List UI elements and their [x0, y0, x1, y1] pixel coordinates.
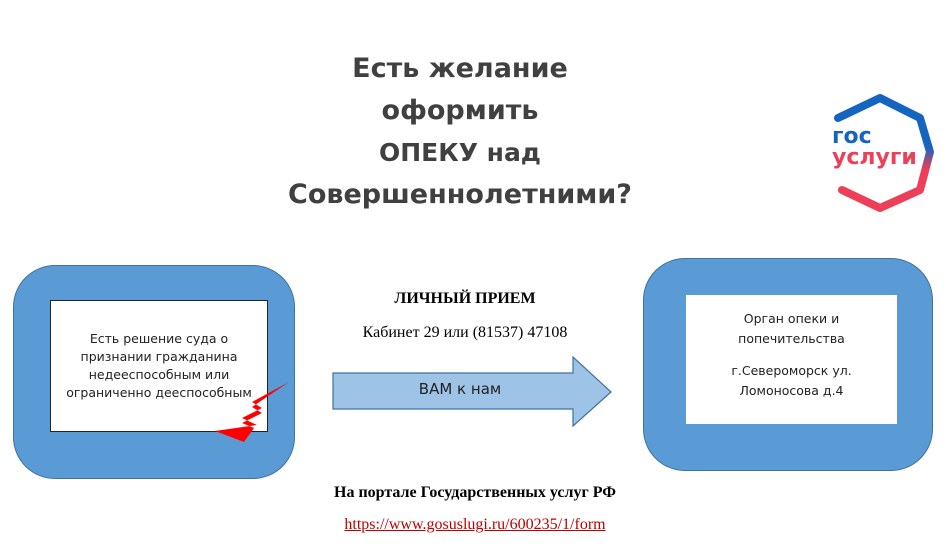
court-decision-text: Есть решение суда о признании гражданина…	[66, 331, 252, 400]
portal-text: На портале Государственных услуг РФ	[334, 484, 616, 501]
title-line: Совершеннолетними?	[288, 179, 632, 210]
authority-address: г.Североморск ул. Ломоносова д.4	[731, 363, 852, 398]
personal-reception-heading: ЛИЧНЫЙ ПРИЕМ	[394, 290, 536, 307]
lightning-bolt-icon	[215, 382, 289, 442]
gosuslugi-logo: гос услуги	[820, 90, 940, 215]
arrow-label: ВАМ к нам	[418, 380, 502, 398]
gosuslugi-link[interactable]: https://www.gosuslugi.ru/600235/1/form	[344, 516, 606, 533]
left-card-content: Есть решение суда о признании гражданина…	[50, 300, 268, 432]
title-line: оформить	[381, 95, 539, 126]
page-title: Есть желание оформить ОПЕКУ над Совершен…	[260, 48, 660, 216]
right-card-content: Орган опеки и попечительства г.Северомор…	[686, 295, 897, 424]
logo-text-uslugi: услуги	[832, 145, 917, 170]
title-line: Есть желание	[352, 53, 568, 84]
title-line: ОПЕКУ над	[379, 138, 541, 167]
arrow-right-icon	[332, 356, 612, 428]
guardianship-authority: Орган опеки и попечительства	[738, 311, 845, 346]
logo-hexagon-icon	[834, 94, 934, 212]
contact-info: Кабинет 29 или (81537) 47108	[362, 324, 568, 341]
logo-text-gos: гос	[832, 124, 872, 149]
